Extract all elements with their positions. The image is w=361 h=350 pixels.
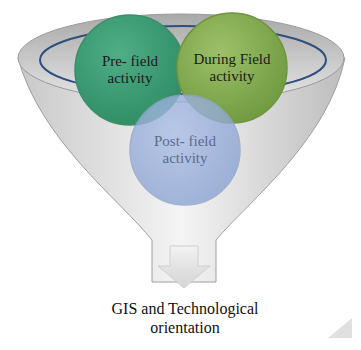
activity-circle: Post- field activity <box>129 94 241 206</box>
node-text: Pre- field activity <box>81 53 179 87</box>
node-text: Post- field activity <box>136 133 234 167</box>
caption-label: GIS and Technological orientation <box>100 299 270 337</box>
node-text: During Field activity <box>183 51 281 85</box>
